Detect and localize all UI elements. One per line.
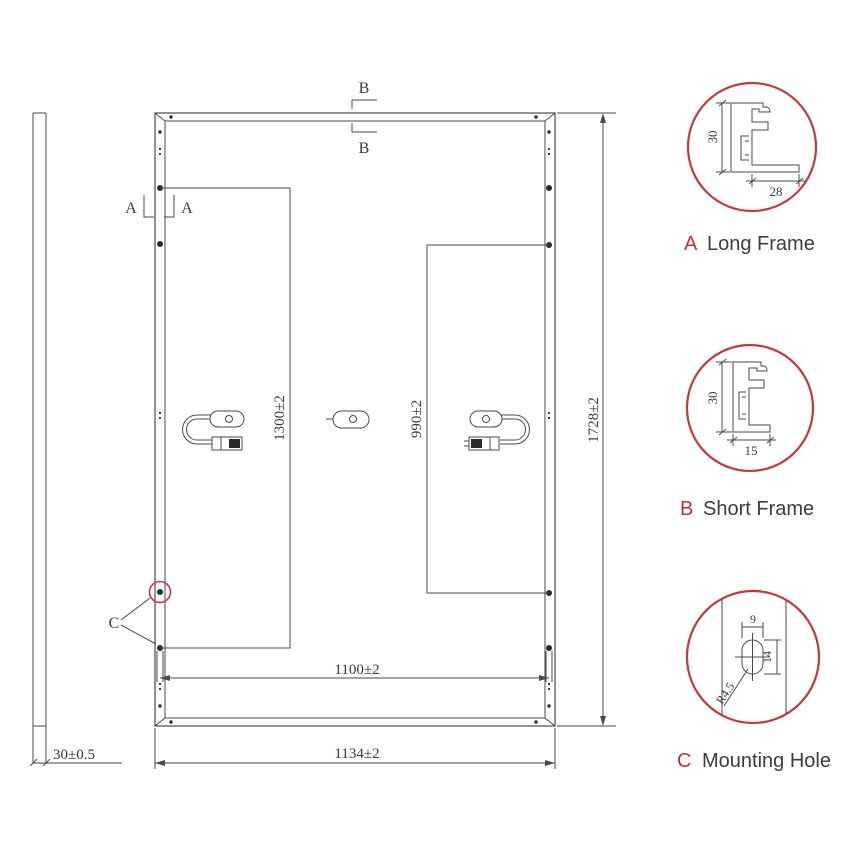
- section-c-marker: C: [109, 580, 172, 645]
- dim-side-thickness: 30±0.5: [29, 747, 122, 767]
- detail-c-caption: C Mounting Hole: [677, 750, 831, 772]
- detail-b-letter: B: [680, 498, 693, 520]
- detail-c-radius-value: R4.5: [713, 680, 737, 707]
- panel-inner-frame: [164, 120, 546, 719]
- detail-b-height-dim: 30: [705, 358, 732, 436]
- section-a-label-right: A: [181, 200, 193, 217]
- detail-b-circle: [685, 343, 815, 473]
- section-b-marker: B B: [351, 80, 377, 157]
- mount-width-value: 1100±2: [334, 662, 379, 678]
- detail-b-height-value: 30: [705, 392, 720, 405]
- junction-box-center: [326, 410, 370, 429]
- detail-c-circle: [685, 589, 821, 725]
- detail-c-radius-dim: R4.5: [713, 668, 749, 707]
- dim-panel-width: 1134±2: [154, 728, 556, 769]
- section-b-label-bottom: B: [359, 140, 370, 157]
- detail-a-caption: A Long Frame: [684, 233, 815, 255]
- junction-box-left: [182, 410, 245, 451]
- detail-c-height-value: 14: [760, 651, 774, 663]
- detail-b-title: Short Frame: [703, 498, 814, 520]
- section-a-label-left: A: [125, 200, 137, 217]
- detail-c-width-value: 9: [750, 612, 756, 626]
- panel-height-value: 1728±2: [586, 397, 602, 443]
- detail-c-height-dim: 14: [760, 639, 781, 675]
- side-view: 30±0.5: [29, 112, 122, 767]
- detail-a-title: Long Frame: [707, 233, 815, 255]
- panel-back-view: 1300±2 990±2: [109, 80, 616, 769]
- dim-mount-width: 1100±2: [156, 651, 553, 682]
- detail-b-width-value: 15: [745, 443, 758, 458]
- detail-c-width-dim: 9: [741, 612, 764, 638]
- detail-a: 30 28 A Long Frame: [684, 81, 818, 255]
- detail-a-height-value: 30: [705, 131, 720, 144]
- dim-long-hole-spacing: 1300±2: [160, 187, 291, 649]
- dim-panel-height: 1728±2: [557, 112, 616, 727]
- drain-holes: [158, 115, 551, 724]
- detail-c-title: Mounting Hole: [702, 750, 831, 772]
- section-b-label-top: B: [359, 80, 370, 97]
- side-thickness-value: 30±0.5: [53, 747, 95, 763]
- detail-a-letter: A: [684, 233, 698, 255]
- dim-short-hole-spacing: 990±2: [409, 244, 549, 594]
- section-a-marker: A A: [125, 195, 193, 218]
- long-spacing-value: 1300±2: [272, 395, 288, 441]
- junction-box-right: [464, 410, 530, 451]
- short-spacing-value: 990±2: [409, 400, 425, 438]
- c-highlight-circle: [148, 580, 172, 604]
- detail-a-width-dim: 28: [746, 174, 805, 199]
- panel-width-value: 1134±2: [334, 746, 379, 762]
- detail-b-width-dim: 15: [727, 434, 776, 458]
- detail-a-width-value: 28: [770, 184, 783, 199]
- detail-b: 30 15 B Short Frame: [680, 343, 815, 520]
- section-c-label: C: [109, 615, 120, 632]
- detail-c-letter: C: [677, 750, 691, 772]
- detail-b-caption: B Short Frame: [680, 498, 814, 520]
- detail-a-height-dim: 30: [705, 99, 730, 176]
- detail-a-circle: [686, 81, 818, 213]
- detail-c: 9 14 R4.5 C Mounting Hole: [677, 589, 831, 772]
